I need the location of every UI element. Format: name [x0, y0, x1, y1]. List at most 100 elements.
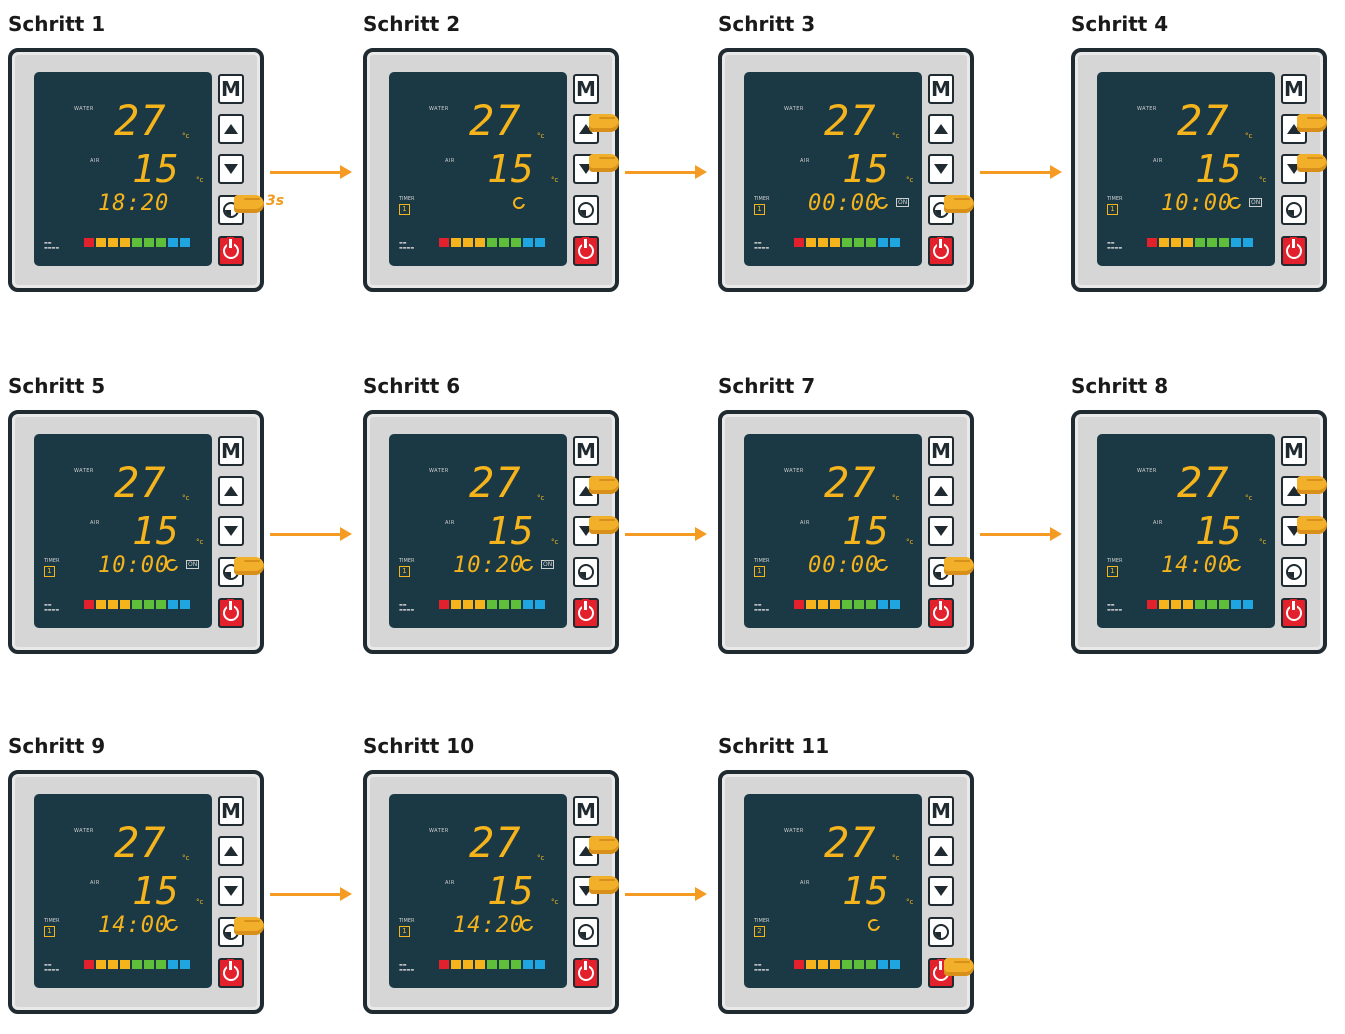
water-temp-display: 27: [824, 96, 877, 145]
water-unit: °c: [1245, 494, 1253, 502]
power-button[interactable]: [1281, 598, 1307, 628]
up-arrow-icon: [579, 846, 593, 856]
mode-button[interactable]: M: [1281, 436, 1307, 466]
mode-button[interactable]: M: [1281, 74, 1307, 104]
up-button[interactable]: [928, 476, 954, 506]
strength-bar: [818, 238, 828, 247]
timer-button[interactable]: [573, 195, 599, 225]
water-unit: °c: [537, 494, 545, 502]
water-label: WATER: [1137, 106, 1157, 112]
strength-bar: [842, 960, 852, 969]
mode-button[interactable]: M: [218, 74, 244, 104]
up-button[interactable]: [218, 476, 244, 506]
up-button[interactable]: [218, 114, 244, 144]
time-display: 10:20: [453, 553, 525, 578]
timer-button[interactable]: [1281, 195, 1307, 225]
strength-bar: [890, 600, 900, 609]
timer-button[interactable]: [573, 917, 599, 947]
mode-button[interactable]: M: [573, 796, 599, 826]
pointing-finger-icon: [589, 114, 619, 132]
clock-icon: [521, 559, 533, 571]
down-button[interactable]: [218, 154, 244, 184]
timer-button[interactable]: [928, 917, 954, 947]
strength-bar: [156, 600, 166, 609]
air-unit: °c: [196, 538, 204, 546]
clock-icon: [876, 197, 888, 209]
down-button[interactable]: [928, 154, 954, 184]
power-button[interactable]: [1281, 236, 1307, 266]
power-button[interactable]: [218, 958, 244, 988]
up-arrow-icon: [1287, 486, 1301, 496]
up-button[interactable]: [218, 836, 244, 866]
flow-arrow: [270, 527, 352, 541]
up-button[interactable]: [928, 836, 954, 866]
timer-button[interactable]: [573, 557, 599, 587]
mode-button[interactable]: M: [928, 74, 954, 104]
timer-label: TIMER: [44, 558, 60, 564]
strength-bar: [439, 238, 449, 247]
strength-bar: [499, 960, 509, 969]
down-button[interactable]: [218, 516, 244, 546]
power-button[interactable]: [928, 598, 954, 628]
mode-button[interactable]: M: [218, 796, 244, 826]
strength-bar: [487, 960, 497, 969]
mode-button[interactable]: M: [573, 436, 599, 466]
timer-button[interactable]: [1281, 557, 1307, 587]
flow-arrow: [980, 165, 1062, 179]
down-button[interactable]: [928, 876, 954, 906]
down-arrow-icon: [579, 164, 593, 174]
down-button[interactable]: [928, 516, 954, 546]
strength-bar: [144, 960, 154, 969]
power-icon: [1286, 601, 1302, 621]
water-temp-display: 27: [469, 818, 522, 867]
power-button[interactable]: [573, 236, 599, 266]
strength-bar: [854, 238, 864, 247]
strength-bar: [487, 238, 497, 247]
mode-button[interactable]: M: [928, 796, 954, 826]
mode-button[interactable]: M: [218, 436, 244, 466]
mode-button[interactable]: M: [573, 74, 599, 104]
air-label: AIR: [445, 520, 455, 526]
strength-bar: [168, 600, 178, 609]
strength-bars: [794, 600, 900, 609]
mode-button[interactable]: M: [928, 436, 954, 466]
air-label: AIR: [90, 880, 100, 886]
power-button[interactable]: [573, 598, 599, 628]
strength-bar: [866, 960, 876, 969]
power-button[interactable]: [218, 236, 244, 266]
strength-bar: [830, 600, 840, 609]
time-display: 14:00: [98, 913, 170, 938]
water-unit: °c: [182, 494, 190, 502]
flow-arrow: [625, 527, 707, 541]
air-unit: °c: [1259, 538, 1267, 546]
strength-bar: [854, 960, 864, 969]
down-button[interactable]: [218, 876, 244, 906]
pointing-finger-icon: [1297, 114, 1327, 132]
pointing-finger-icon: [944, 557, 974, 575]
power-button[interactable]: [218, 598, 244, 628]
power-icon: [1286, 239, 1302, 259]
on-indicator: ON: [1249, 198, 1263, 207]
clock-icon: [1286, 202, 1302, 218]
up-button[interactable]: [928, 114, 954, 144]
air-temp-display: 15: [487, 869, 535, 913]
step-title: Schritt 1: [8, 12, 106, 36]
strength-bar: [144, 600, 154, 609]
strength-bar: [156, 238, 166, 247]
power-button[interactable]: [573, 958, 599, 988]
power-button[interactable]: [928, 236, 954, 266]
